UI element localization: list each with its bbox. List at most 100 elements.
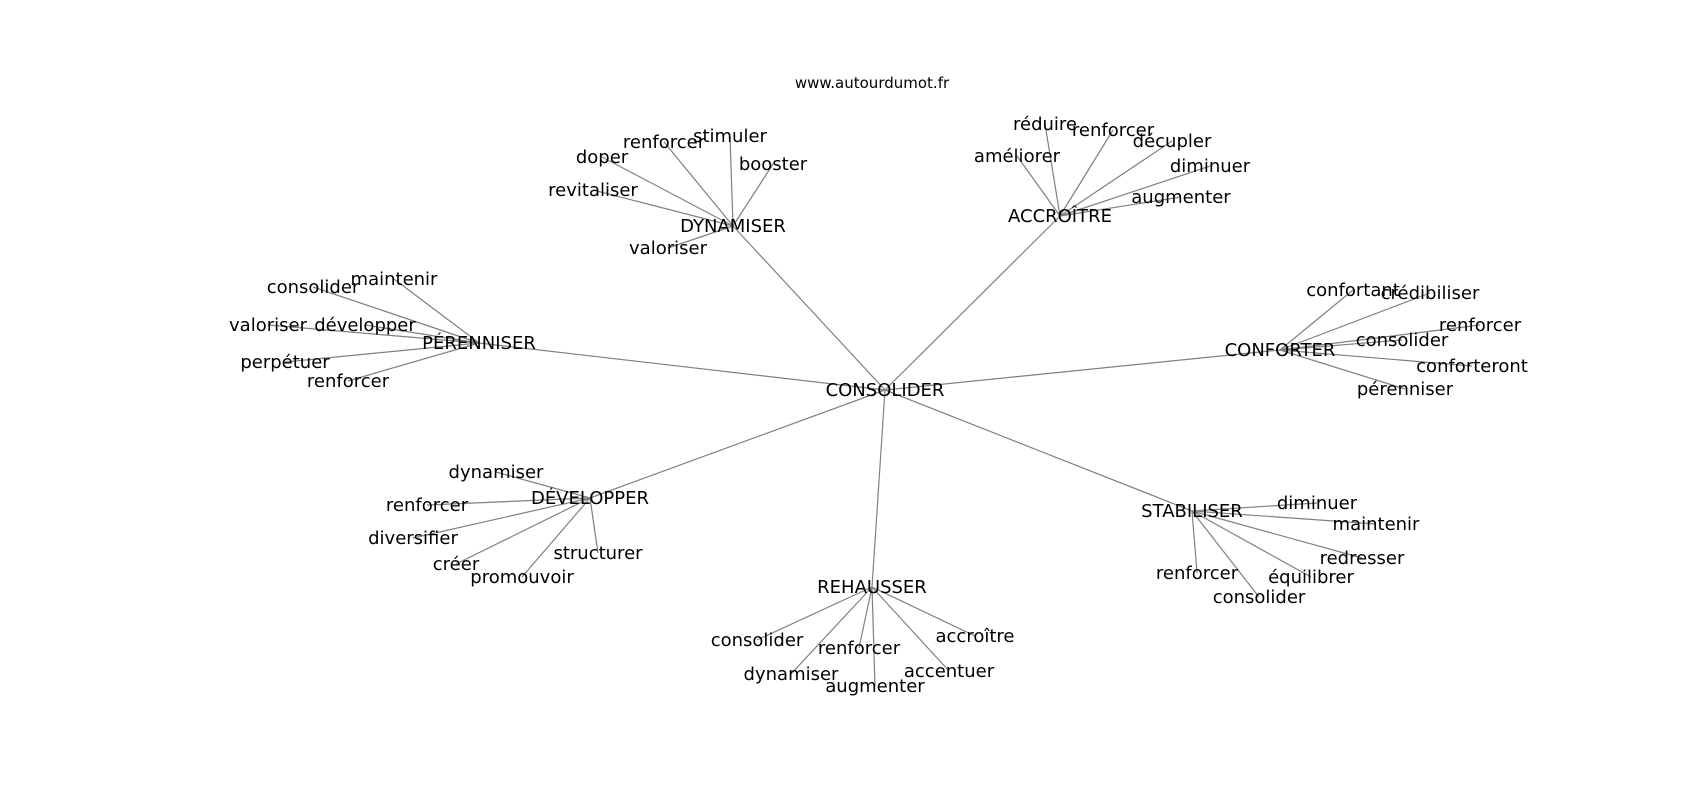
leaf-node-developper-creer[interactable]: créer: [433, 554, 480, 575]
edge-perenniser-renforcer: [347, 342, 480, 382]
leaf-node-rehausser-consolider[interactable]: consolider: [711, 630, 804, 651]
leaf-node-developper-renforcer[interactable]: renforcer: [386, 495, 469, 516]
edge-accroitre-diminuer: [1059, 165, 1211, 217]
leaf-node-accroitre-reduire[interactable]: réduire: [1013, 114, 1077, 135]
leaf-node-stabiliser-maintenir[interactable]: maintenir: [1333, 514, 1421, 535]
edge-accroitre-decupler: [1059, 140, 1173, 217]
edge-conforter-credibiliser: [1279, 292, 1431, 351]
edge-developper-diversifier: [412, 497, 591, 539]
leaf-node-accroitre-decupler[interactable]: décupler: [1133, 131, 1212, 152]
leaf-node-dynamiser-valoriser[interactable]: valoriser: [629, 238, 708, 259]
edge-rehausser-consolider: [756, 586, 873, 641]
edge-accroitre-reduire: [1044, 123, 1061, 217]
leaf-node-perenniser-valoriser[interactable]: valoriser: [229, 315, 308, 336]
edge-root-rehausser: [871, 389, 886, 588]
leaf-node-perenniser-perpetuer[interactable]: perpétuer: [240, 352, 330, 373]
edge-rehausser-accroitre: [871, 586, 976, 637]
cluster-node-conforter[interactable]: CONFORTER: [1225, 340, 1336, 361]
edge-developper-renforcer: [426, 497, 591, 506]
edge-rehausser-accentuer: [871, 586, 950, 672]
edge-dynamiser-revitaliser: [592, 189, 734, 227]
edge-conforter-renforcer: [1279, 324, 1481, 351]
edge-conforter-consolider: [1279, 339, 1403, 351]
edge-accroitre-augmenter: [1059, 196, 1182, 217]
edge-developper-promouvoir: [521, 497, 591, 578]
leaf-node-perenniser-maintenir[interactable]: maintenir: [351, 269, 439, 290]
leaf-node-conforter-conforteront[interactable]: conforteront: [1416, 356, 1528, 377]
cluster-node-stabiliser[interactable]: STABILISER: [1141, 501, 1243, 522]
edge-developper-creer: [455, 497, 591, 565]
cluster-node-accroitre[interactable]: ACCROÎTRE: [1008, 205, 1112, 227]
root-node-consolider[interactable]: CONSOLIDER: [826, 380, 945, 401]
edge-rehausser-augmenter: [871, 586, 876, 687]
edge-accroitre-ameliorer: [1016, 155, 1061, 217]
edge-stabiliser-renforcer: [1191, 510, 1198, 574]
leaf-node-accroitre-diminuer[interactable]: diminuer: [1170, 156, 1251, 177]
leaf-node-perenniser-consolider[interactable]: consolider: [267, 277, 360, 298]
cluster-node-dynamiser[interactable]: DYNAMISER: [680, 216, 786, 237]
edge-perenniser-maintenir: [393, 278, 480, 344]
edge-dynamiser-booster: [732, 163, 774, 227]
leaf-node-accroitre-renforcer[interactable]: renforcer: [1072, 120, 1155, 141]
leaf-node-stabiliser-consolider[interactable]: consolider: [1213, 587, 1306, 608]
edge-root-accroitre: [884, 215, 1061, 391]
leaf-node-conforter-credibiliser[interactable]: crédibiliser: [1381, 283, 1480, 304]
edge-stabiliser-consolider: [1191, 510, 1260, 598]
leaf-node-conforter-consolider[interactable]: consolider: [1356, 330, 1449, 351]
edge-developper-structurer: [589, 497, 599, 554]
leaf-node-rehausser-dynamiser[interactable]: dynamiser: [744, 664, 840, 685]
leaf-node-accroitre-ameliorer[interactable]: améliorer: [974, 146, 1061, 167]
leaf-node-dynamiser-renforcer[interactable]: renforcer: [623, 132, 706, 153]
edge-perenniser-valoriser: [267, 324, 480, 344]
edge-root-dynamiser: [732, 225, 886, 391]
edge-root-conforter: [884, 349, 1281, 391]
edge-dynamiser-renforcer: [663, 141, 734, 227]
leaf-node-perenniser-developper[interactable]: développer: [314, 315, 416, 336]
leaf-node-rehausser-accroitre[interactable]: accroître: [936, 626, 1015, 647]
edge-perenniser-perpetuer: [284, 342, 480, 363]
edge-conforter-perenniser: [1279, 349, 1406, 390]
leaf-node-dynamiser-revitaliser[interactable]: revitaliser: [548, 180, 638, 201]
edge-perenniser-consolider: [312, 286, 480, 344]
leaf-node-rehausser-renforcer[interactable]: renforcer: [818, 638, 901, 659]
edge-perenniser-developper: [364, 324, 480, 344]
edge-stabiliser-maintenir: [1191, 510, 1377, 525]
leaf-node-stabiliser-renforcer[interactable]: renforcer: [1156, 563, 1239, 584]
leaf-node-developper-structurer[interactable]: structurer: [553, 543, 643, 564]
edge-stabiliser-equilibrer: [1191, 510, 1312, 578]
cluster-node-developper[interactable]: DÉVELOPPER: [531, 487, 649, 509]
edge-dynamiser-valoriser: [667, 225, 734, 249]
leaf-node-developper-promouvoir[interactable]: promouvoir: [470, 567, 574, 588]
leaf-node-conforter-confortant[interactable]: confortant: [1306, 280, 1400, 301]
leaf-node-accroitre-augmenter[interactable]: augmenter: [1131, 187, 1231, 208]
edge-developper-dynamiser: [495, 471, 591, 499]
leaf-node-stabiliser-equilibrer[interactable]: équilibrer: [1268, 567, 1354, 588]
edge-rehausser-dynamiser: [790, 586, 873, 675]
leaf-node-dynamiser-stimuler[interactable]: stimuler: [693, 126, 767, 147]
leaf-node-stabiliser-diminuer[interactable]: diminuer: [1277, 493, 1358, 514]
cluster-node-rehausser[interactable]: REHAUSSER: [817, 577, 927, 598]
edge-stabiliser-redresser: [1191, 510, 1363, 559]
source-label[interactable]: www.autourdumot.fr: [795, 74, 950, 92]
edge-root-perenniser: [478, 342, 886, 391]
edge-conforter-conforteront: [1279, 349, 1473, 367]
cluster-node-perenniser[interactable]: PÉRENNISER: [422, 332, 536, 354]
edge-rehausser-renforcer: [858, 586, 873, 649]
edge-dynamiser-stimuler: [729, 135, 734, 227]
edge-accroitre-renforcer: [1059, 129, 1114, 217]
leaf-node-dynamiser-doper[interactable]: doper: [576, 147, 629, 168]
leaf-node-conforter-renforcer[interactable]: renforcer: [1439, 315, 1522, 336]
leaf-node-rehausser-accentuer[interactable]: accentuer: [904, 661, 995, 682]
edge-conforter-confortant: [1279, 289, 1354, 351]
edge-root-stabiliser: [884, 389, 1193, 512]
edge-stabiliser-diminuer: [1191, 502, 1318, 512]
edge-root-developper: [589, 389, 886, 499]
leaf-node-stabiliser-redresser[interactable]: redresser: [1320, 548, 1405, 569]
leaf-node-developper-diversifier[interactable]: diversifier: [368, 528, 458, 549]
leaf-node-developper-dynamiser[interactable]: dynamiser: [449, 462, 545, 483]
leaf-node-dynamiser-booster[interactable]: booster: [739, 154, 808, 175]
leaf-node-conforter-perenniser[interactable]: pérenniser: [1357, 379, 1454, 400]
leaf-node-rehausser-augmenter[interactable]: augmenter: [825, 676, 925, 697]
leaf-node-perenniser-renforcer[interactable]: renforcer: [307, 371, 390, 392]
